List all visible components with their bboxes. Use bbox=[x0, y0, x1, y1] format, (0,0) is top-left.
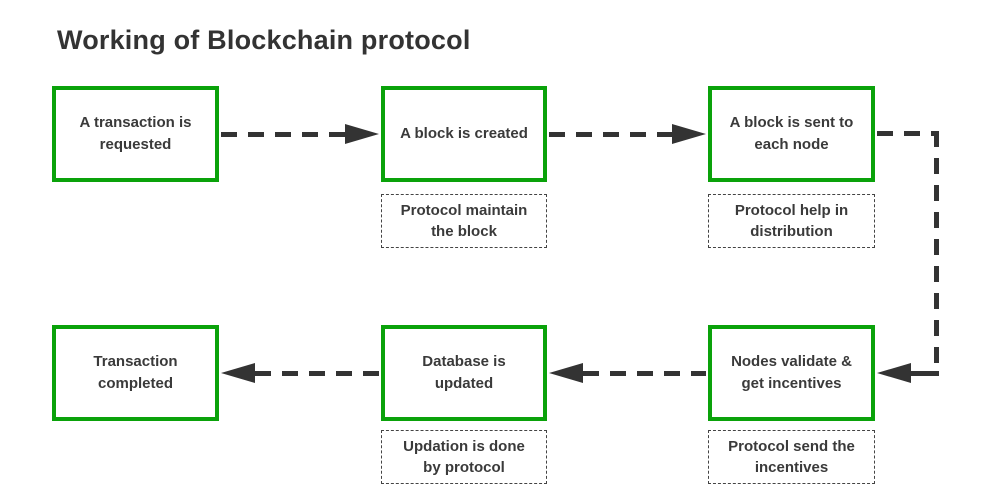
arrow-right-2 bbox=[549, 124, 706, 144]
arrow-dash-line bbox=[583, 370, 706, 376]
arrow-dash-line bbox=[255, 370, 379, 376]
arrow-left-head-icon bbox=[877, 363, 911, 383]
diagram-title: Working of Blockchain protocol bbox=[57, 25, 471, 55]
arrow-dash-line bbox=[221, 131, 345, 137]
flow-box-transaction-requested: A transaction is requested bbox=[52, 86, 219, 182]
arrow-left-head-icon bbox=[221, 363, 255, 383]
flow-box-database-updated: Database is updated bbox=[381, 325, 547, 421]
arrow-right-head-icon bbox=[345, 124, 379, 144]
note-box-protocol-send: Protocol send the incentives bbox=[708, 430, 875, 484]
arrow-dash-line bbox=[549, 131, 672, 137]
flow-box-block-sent: A block is sent to each node bbox=[708, 86, 875, 182]
connector-top-segment bbox=[877, 131, 939, 136]
connector-bottom-arrow bbox=[877, 363, 939, 383]
arrow-left-head-icon bbox=[549, 363, 583, 383]
note-box-updation-done: Updation is done by protocol bbox=[381, 430, 547, 484]
connector-vertical-segment bbox=[934, 131, 939, 373]
arrow-right-1 bbox=[221, 124, 379, 144]
flow-box-nodes-validate: Nodes validate & get incentives bbox=[708, 325, 875, 421]
arrow-solid-line bbox=[911, 370, 939, 376]
arrow-right-head-icon bbox=[672, 124, 706, 144]
note-box-protocol-help: Protocol help in distribution bbox=[708, 194, 875, 248]
flow-box-transaction-completed: Transaction completed bbox=[52, 325, 219, 421]
arrow-left-1 bbox=[549, 363, 706, 383]
note-box-protocol-maintain: Protocol maintain the block bbox=[381, 194, 547, 248]
arrow-left-2 bbox=[221, 363, 379, 383]
flow-box-block-created: A block is created bbox=[381, 86, 547, 182]
